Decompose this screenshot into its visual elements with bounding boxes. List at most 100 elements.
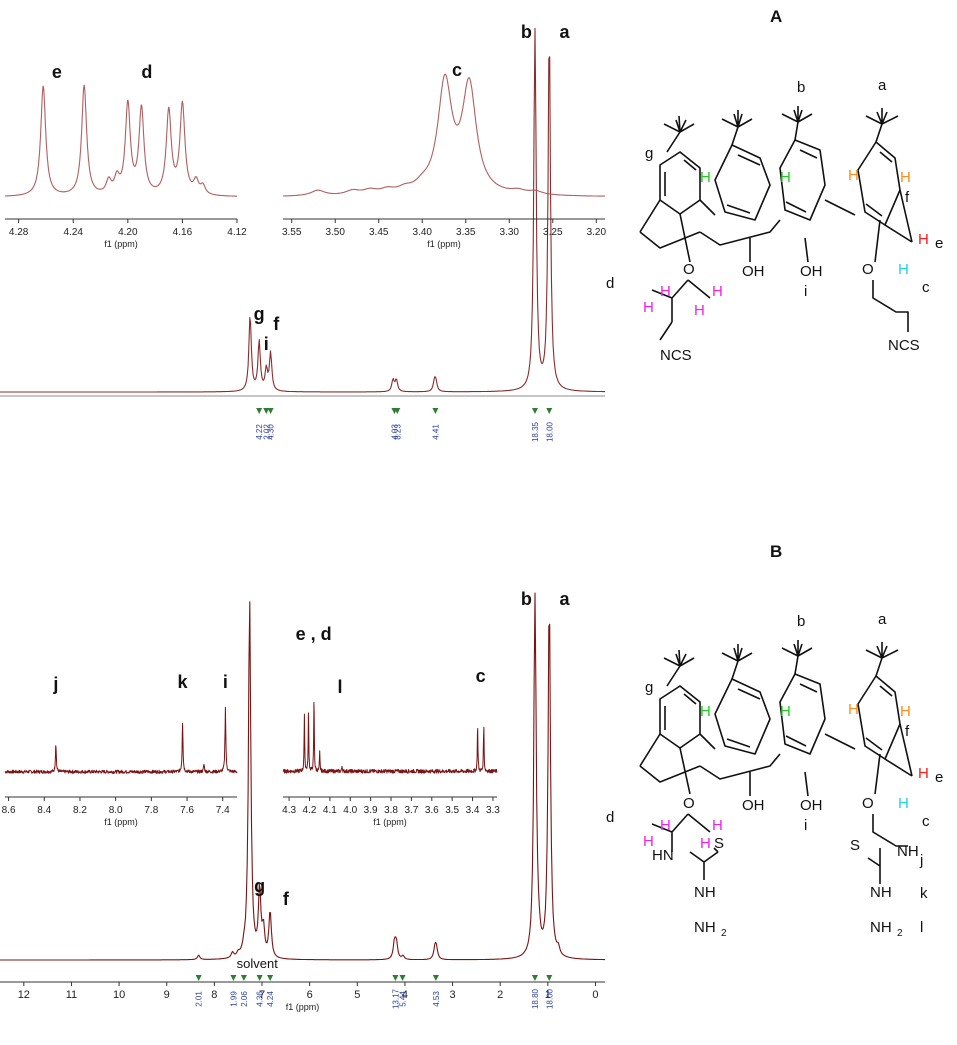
x-tick-label: 11 <box>66 989 77 1001</box>
x-tick-label: 4.28 <box>9 227 29 238</box>
integral-marker <box>546 408 553 414</box>
x-tick-label: 3.6 <box>425 805 439 816</box>
label-b-a: b <box>797 79 805 96</box>
label-i-a: i <box>804 283 807 300</box>
calixarene-rings-b <box>639 673 913 797</box>
linkers-a <box>651 279 909 341</box>
label-f-b: f <box>905 723 910 740</box>
integral-marker <box>531 408 538 414</box>
integral-value: 4.24 <box>266 991 275 1007</box>
x-axis-title: f1 (ppm) <box>427 239 461 249</box>
label-e-b: e <box>935 769 943 786</box>
spectrum-trace <box>4 84 238 197</box>
x-tick-label: 3 <box>449 989 455 1001</box>
integral-value: 4.41 <box>431 424 440 440</box>
h-green-2-b: H <box>780 703 791 720</box>
h-orange-2-b: H <box>900 703 911 720</box>
x-tick-label: 3.30 <box>500 227 520 238</box>
label-l-b: l <box>920 919 923 936</box>
h-red-b: H <box>918 765 929 782</box>
x-tick-label: 8.4 <box>37 805 51 816</box>
x-tick-label: 3.4 <box>466 805 480 816</box>
x-tick-label: 3.9 <box>364 805 378 816</box>
h-magenta-2-b: H <box>643 833 654 850</box>
hydroxyl-2-a: OH <box>800 263 823 280</box>
peak-label: i <box>264 334 269 354</box>
integral-value: 18.00 <box>545 421 554 442</box>
nh-left-b: NH <box>694 884 716 901</box>
x-tick-label: 3.25 <box>543 227 563 238</box>
peak-label: j <box>52 674 58 694</box>
integral-value: 2.01 <box>195 991 204 1007</box>
x-tick-label: 4.1 <box>323 805 337 816</box>
integral-marker <box>240 975 247 981</box>
sulfur-left-b: S <box>714 835 724 852</box>
nh2-right-subscript-b: 2 <box>897 928 903 939</box>
h-orange-2-a: H <box>900 169 911 186</box>
h-magenta-2-a: H <box>643 299 654 316</box>
x-tick-label: 7 <box>259 989 265 1001</box>
x-tick-label: 3.8 <box>384 805 398 816</box>
h-cyan-b: H <box>898 795 909 812</box>
x-tick-label: 4.0 <box>343 805 357 816</box>
x-axis-title: f1 (ppm) <box>286 1002 320 1012</box>
nh2-left-b: NH <box>694 919 716 936</box>
integral-marker <box>256 975 263 981</box>
integral-value: 18.35 <box>531 421 540 442</box>
h-magenta-3-a: H <box>712 283 723 300</box>
integral-marker <box>230 975 237 981</box>
x-tick-label: 7.6 <box>180 805 194 816</box>
x-tick-label: 4.16 <box>173 227 193 238</box>
x-tick-label: 10 <box>113 989 125 1001</box>
integral-value: 8.23 <box>393 424 402 440</box>
label-c-a: c <box>922 279 930 296</box>
x-tick-label: 8.2 <box>73 805 87 816</box>
x-tick-label: 2 <box>497 989 503 1001</box>
x-tick-label: 4.24 <box>64 227 84 238</box>
h-magenta-4-b: H <box>700 835 711 852</box>
h-magenta-4-a: H <box>694 302 705 319</box>
integral-value: 4.30 <box>267 424 276 440</box>
label-d-b: d <box>606 809 614 826</box>
integral-value: 13.17 <box>391 988 400 1009</box>
x-axis-title: f1 (ppm) <box>104 239 138 249</box>
hydroxyl-2-b: OH <box>800 797 823 814</box>
integral-marker <box>195 975 202 981</box>
hydroxyl-1-a: OH <box>742 263 765 280</box>
x-tick-label: 9 <box>164 989 170 1001</box>
peak-label: f <box>273 314 280 334</box>
x-tick-label: 8.6 <box>2 805 16 816</box>
h-magenta-3-b: H <box>712 817 723 834</box>
integral-marker <box>392 975 399 981</box>
peak-label: d <box>141 62 152 82</box>
calixarene-rings-a <box>639 139 913 263</box>
linkers-b <box>651 813 908 884</box>
x-tick-label: 4.12 <box>227 227 247 238</box>
x-tick-label: 4.2 <box>303 805 317 816</box>
x-tick-label: 4.3 <box>282 805 296 816</box>
integral-marker <box>267 975 274 981</box>
h-magenta-1-a: H <box>660 283 671 300</box>
spectrum-trace <box>0 592 605 961</box>
integral-marker <box>531 975 538 981</box>
label-g-a: g <box>645 145 653 162</box>
peak-label: c <box>452 60 462 80</box>
structure-a: A O O OH OH NCS NCS H H <box>606 7 943 364</box>
x-tick-label: 6 <box>307 989 313 1001</box>
tbu-groups-b <box>663 640 899 687</box>
nh-right-chain-b: NH <box>897 843 919 860</box>
integral-value: 4.36 <box>256 991 265 1007</box>
label-j-b: j <box>919 852 923 869</box>
x-tick-label: 3.35 <box>456 227 476 238</box>
integral-marker <box>394 408 401 414</box>
ncs-left-a: NCS <box>660 347 692 364</box>
oxygen-right-b: O <box>862 795 874 812</box>
x-axis-title: f1 (ppm) <box>373 817 407 827</box>
x-tick-label: 3.5 <box>445 805 459 816</box>
h-red-a: H <box>918 231 929 248</box>
x-tick-label: 7.8 <box>144 805 158 816</box>
